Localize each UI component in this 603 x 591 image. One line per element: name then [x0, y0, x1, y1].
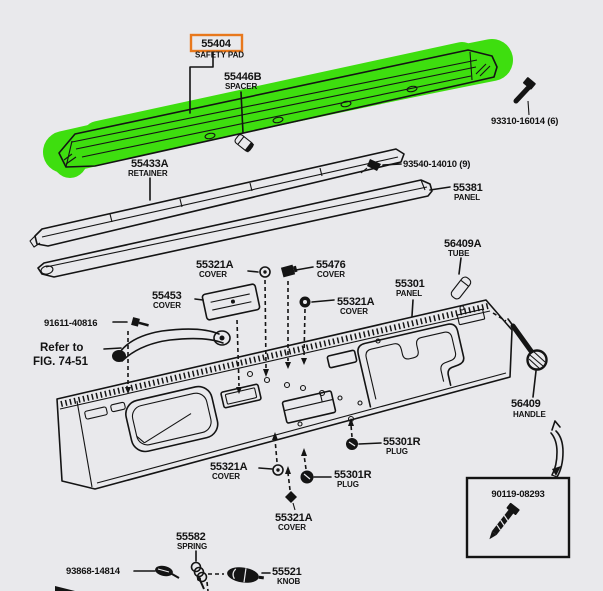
label-cover-a2-name: COVER: [340, 307, 368, 316]
leader-spacer: [240, 91, 244, 134]
safety-pad-part: [58, 49, 498, 168]
leader-cover-55453: [194, 298, 204, 301]
label-boxed-bolt[interactable]: 90119-08293: [491, 489, 544, 500]
label-spring-name: SPRING: [177, 542, 207, 551]
leader-tube: [458, 257, 462, 275]
label-cover-a3-name: COVER: [212, 472, 240, 481]
label-safety-pad-name: SAFETY PAD: [195, 51, 244, 60]
dash-arrow: [125, 387, 131, 394]
edge-fragment: [55, 586, 75, 591]
dash-arrow: [285, 362, 291, 369]
label-cover-a2-number[interactable]: 55321A: [337, 296, 375, 308]
spring-part: [190, 561, 208, 590]
dash-spring-down: [206, 581, 209, 591]
tube-part: [450, 276, 472, 300]
label-spring-number[interactable]: 55582: [176, 531, 206, 543]
label-handle-name: HANDLE: [513, 410, 546, 419]
label-plug-2-number[interactable]: 55301R: [334, 469, 372, 481]
dash-arrow: [272, 432, 278, 440]
dash-cover-55453: [236, 319, 240, 387]
spacer-part: [234, 134, 255, 153]
label-refer-line2[interactable]: FIG. 74-51: [33, 356, 89, 368]
selection-box: [189, 33, 244, 53]
label-handle-number[interactable]: 56409: [511, 398, 541, 410]
label-screw-top[interactable]: 93310-16014 (6): [491, 116, 558, 127]
label-retainer-name: RETAINER: [128, 169, 168, 178]
dash-arrow: [236, 387, 242, 394]
handle-part: [507, 318, 548, 398]
label-safety-pad-number[interactable]: 55404: [201, 38, 232, 50]
dash-arrow: [285, 466, 291, 474]
label-plug-1-name: PLUG: [386, 447, 408, 456]
label-tube-number[interactable]: 56409A: [444, 238, 482, 250]
panel-strip-part: [37, 179, 433, 278]
label-bolt-91611[interactable]: 91611-40816: [44, 318, 97, 329]
label-cover-55453-number[interactable]: 55453: [152, 290, 182, 302]
label-main-panel-number[interactable]: 55301: [395, 278, 425, 290]
label-retainer-number[interactable]: 55433A: [131, 158, 169, 170]
boxed-bolt-part: [489, 502, 520, 540]
label-plug-2-name: PLUG: [337, 480, 359, 489]
cover-a4-part: [285, 491, 297, 511]
plug-2-part: [300, 470, 332, 484]
clip-93868-part: [155, 565, 180, 579]
label-cover-55476-number[interactable]: 55476: [316, 259, 346, 271]
leader-panel-strip: [429, 186, 451, 191]
label-cover-55453-name: COVER: [153, 301, 181, 310]
label-cover-55476-name: COVER: [317, 270, 345, 279]
boxed-bolt-callout: 90119-08293: [465, 476, 571, 559]
label-cover-a4-name: COVER: [278, 523, 306, 532]
label-cover-a4-number[interactable]: 55321A: [275, 512, 313, 524]
screw-top-part: [513, 77, 536, 116]
label-screw-mid[interactable]: 93540-14010 (9): [403, 159, 470, 170]
cover-a3-part: [272, 464, 284, 476]
dash-arrow: [301, 358, 307, 365]
cover-a1-part: [259, 266, 271, 278]
dash-arrow: [301, 448, 307, 456]
label-cover-a1-number[interactable]: 55321A: [196, 259, 234, 271]
retainer-part: [29, 148, 405, 248]
main-panel-part: [56, 299, 513, 490]
bolt-91611-part: [131, 317, 149, 327]
dash-cover-a3: [274, 438, 278, 463]
label-clip-93868[interactable]: 93868-14814: [66, 566, 121, 577]
label-spacer-name: SPACER: [225, 82, 257, 91]
knob-part: [227, 567, 265, 583]
dash-arrow: [348, 418, 354, 426]
screw-mid-part: [360, 159, 402, 174]
label-knob-name: KNOB: [277, 577, 300, 586]
dash-arrow: [263, 369, 269, 377]
leader-main-panel: [411, 299, 414, 317]
label-plug-1-number[interactable]: 55301R: [383, 436, 421, 448]
grab-handle-part: [112, 328, 231, 362]
label-cover-a1-name: COVER: [199, 270, 227, 279]
leader-cover-a3: [258, 467, 273, 470]
label-tube-name: TUBE: [448, 249, 470, 258]
label-knob-number[interactable]: 55521: [272, 566, 302, 578]
label-panel-strip-number[interactable]: 55381: [453, 182, 483, 194]
cover-a2-part: [299, 296, 335, 308]
label-refer-line1: Refer to: [40, 342, 83, 354]
dash-cover-a1: [264, 279, 267, 369]
dash-plug-2: [303, 454, 307, 470]
dash-cover-a4: [287, 472, 291, 491]
box-pointer-icon: [552, 466, 561, 476]
cover-55476-part: [280, 264, 314, 278]
leader-cover-a1: [247, 270, 259, 273]
dash-cover-a2: [303, 308, 306, 358]
label-panel-strip-name: PANEL: [454, 193, 480, 202]
cover-55453-part: [201, 283, 261, 321]
label-main-panel-name: PANEL: [396, 289, 422, 298]
plug-1-part: [346, 438, 382, 450]
label-spacer-number[interactable]: 55446B: [224, 71, 262, 83]
leader-refer: [103, 347, 122, 350]
dash-plug-1: [350, 424, 353, 438]
dash-handle: [492, 312, 507, 322]
leader-safety-pad: [189, 51, 214, 114]
label-cover-a3-number[interactable]: 55321A: [210, 461, 248, 473]
